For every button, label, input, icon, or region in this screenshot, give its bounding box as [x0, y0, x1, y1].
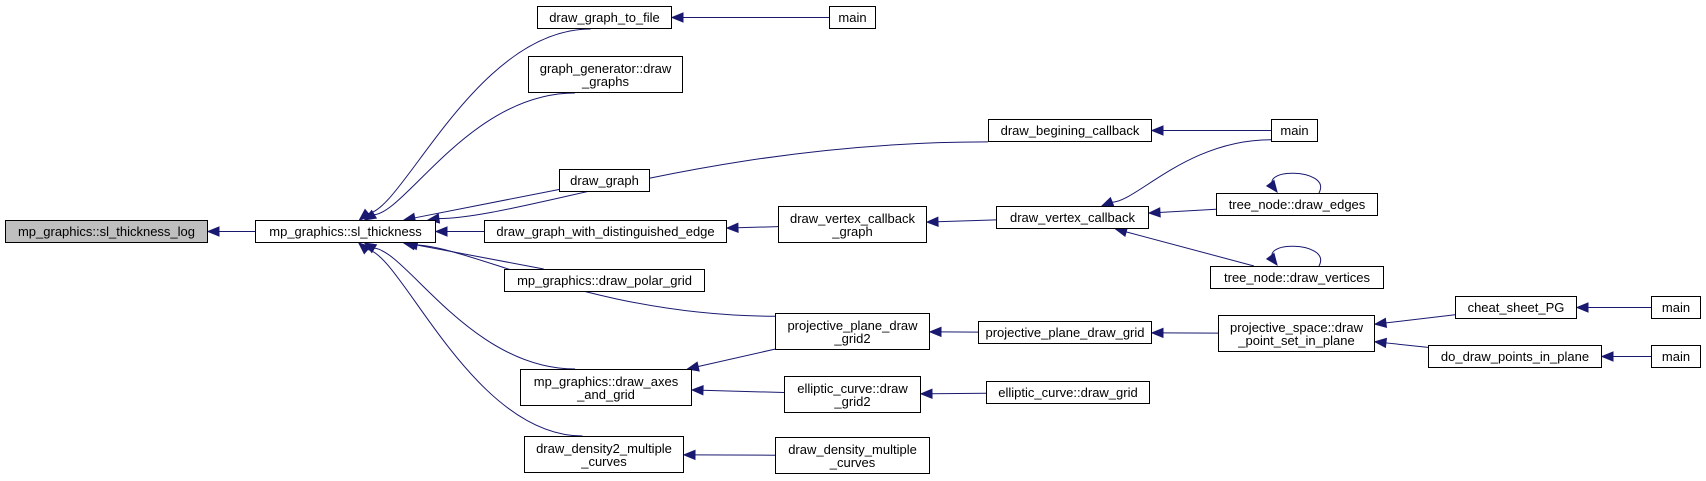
node-elliptic-curve-draw-grid[interactable]: elliptic_curve::draw_grid: [986, 381, 1150, 404]
node-main[interactable]: main: [829, 6, 876, 29]
node-draw-point-set-in-plane[interactable]: projective_space::draw _point_set_in_pla…: [1218, 315, 1375, 352]
node-graph-generator-draw-graphs[interactable]: graph_generator::draw _graphs: [528, 56, 683, 93]
edge-line: [701, 389, 785, 394]
node-draw-polar-grid[interactable]: mp_graphics::draw_polar_grid: [504, 269, 705, 292]
edge-self-loop: [1271, 245, 1322, 267]
node-draw-density-multiple-curves[interactable]: draw_density_multiple _curves: [775, 437, 930, 474]
node-main[interactable]: main: [1651, 296, 1701, 319]
edge-line: [1158, 208, 1217, 213]
node-tree-node-draw-vertices[interactable]: tree_node::draw_vertices: [1210, 266, 1384, 289]
edge-arrowhead: [725, 222, 739, 233]
edge-line: [1384, 314, 1456, 324]
edge-arrowhead: [690, 385, 704, 396]
edge-arrowhead: [670, 12, 684, 23]
edge-arrowhead: [1265, 179, 1278, 194]
edge-line: [366, 249, 583, 437]
node-draw-graph-to-file[interactable]: draw_graph_to_file: [537, 6, 672, 29]
node-sl-thickness-log: mp_graphics::sl_thickness_log: [5, 220, 208, 243]
edge-arrowhead: [1150, 327, 1164, 339]
edge-arrowhead: [358, 208, 372, 221]
edge-arrowhead: [1147, 207, 1161, 218]
edge-line: [373, 247, 576, 370]
edge-line: [930, 392, 987, 395]
edge-self-loop: [1271, 172, 1322, 194]
node-projective-plane-draw-grid2[interactable]: projective_plane_draw _grid2: [775, 313, 930, 350]
edge-arrowhead: [1600, 351, 1614, 362]
node-cheat-sheet-pg[interactable]: cheat_sheet_PG: [1455, 296, 1577, 319]
edge-line: [736, 226, 779, 229]
edge-arrowhead: [357, 242, 371, 255]
edge-arrowhead: [919, 388, 933, 400]
edge-arrowhead: [434, 226, 448, 237]
edge-arrowhead: [206, 226, 220, 237]
node-draw-graph[interactable]: draw_graph: [559, 169, 650, 192]
node-elliptic-curve-draw-grid2[interactable]: elliptic_curve::draw _grid2: [784, 376, 921, 413]
node-tree-node-draw-edges[interactable]: tree_node::draw_edges: [1216, 193, 1378, 216]
edge-arrowhead: [1265, 252, 1278, 267]
edge-arrowhead: [928, 326, 942, 338]
edge-line: [1125, 231, 1255, 267]
edge-arrowhead: [682, 449, 696, 461]
edge-line: [1384, 342, 1429, 348]
edge-line: [416, 244, 544, 270]
edge-line: [413, 188, 560, 219]
node-main[interactable]: main: [1271, 119, 1318, 142]
edge-arrowhead: [1373, 337, 1387, 349]
node-draw-axes-and-grid[interactable]: mp_graphics::draw_axes _and_grid: [520, 369, 692, 406]
edge-arrowhead: [1100, 196, 1115, 207]
node-main[interactable]: main: [1651, 345, 1701, 368]
edge-arrowhead: [1373, 317, 1388, 329]
edge-line: [697, 348, 776, 368]
edge-arrowhead: [1575, 302, 1589, 313]
node-projective-plane-draw-grid[interactable]: projective_plane_draw_grid: [978, 321, 1152, 344]
node-draw-graph-with-distinguished-edge[interactable]: draw_graph_with_distinguished_edge: [484, 220, 727, 243]
node-do-draw-points-in-plane[interactable]: do_draw_points_in_plane: [1428, 345, 1602, 368]
node-draw-vertex-callback[interactable]: draw_vertex_callback: [996, 206, 1149, 229]
node-sl-thickness[interactable]: mp_graphics::sl_thickness: [255, 220, 436, 243]
edge-arrowhead: [363, 209, 378, 221]
edge-line: [936, 219, 997, 223]
edge-arrowhead: [925, 216, 939, 228]
edge-line: [1111, 139, 1272, 203]
node-draw-density2-multiple-curves[interactable]: draw_density2_multiple _curves: [524, 436, 684, 473]
edge-line: [373, 92, 575, 216]
edge-arrowhead: [1150, 125, 1164, 136]
node-draw-begining-callback[interactable]: draw_begining_callback: [988, 119, 1152, 142]
edge-arrowhead: [686, 361, 700, 372]
node-draw-vertex-callback-graph[interactable]: draw_vertex_callback _graph: [778, 206, 927, 243]
edge-line: [367, 28, 591, 215]
